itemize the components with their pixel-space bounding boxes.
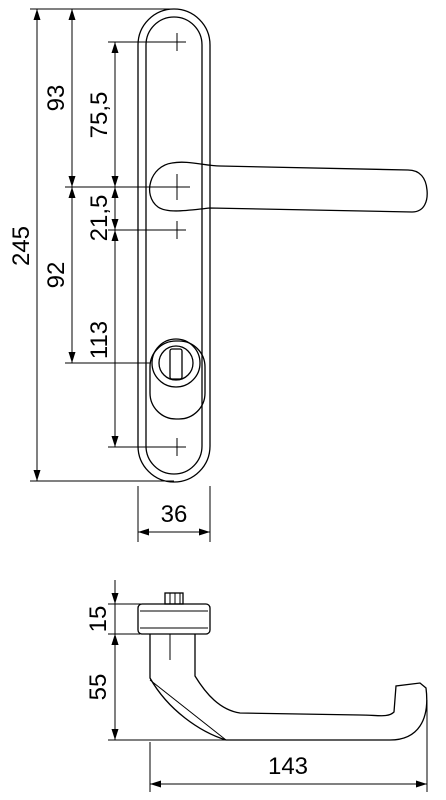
dimension-label-36: 36 — [161, 501, 188, 528]
handle-centre-mark — [164, 174, 190, 200]
cylinder-cutout — [149, 340, 206, 420]
side-view: 15 55 143 — [85, 580, 428, 792]
front-view: 245 93 92 75,5 21,5 — [8, 8, 428, 542]
cylinder-keyhole — [169, 348, 183, 380]
dimension-hole-to-handle: 75,5 — [86, 42, 119, 187]
cylinder-tip — [164, 592, 184, 605]
dimension-rose-thickness: 15 — [85, 580, 119, 658]
dimension-label-75-5: 75,5 — [86, 92, 113, 139]
dimension-label-143: 143 — [268, 753, 308, 780]
dimension-handle-to-bottom: 92 — [43, 187, 76, 363]
dimension-plate-width: 36 — [138, 501, 210, 536]
lever-handle-side — [149, 634, 428, 741]
dimension-handle-projection: 55 — [85, 634, 119, 740]
dimension-label-93: 93 — [43, 85, 70, 112]
rose-profile — [137, 603, 211, 635]
dimension-label-15: 15 — [85, 606, 112, 633]
cylinder-core — [158, 345, 194, 381]
fixing-hole-bottom — [168, 438, 186, 456]
dimension-overall-height: 245 — [8, 9, 41, 481]
dimension-top-to-handle: 93 — [43, 9, 76, 187]
back-plate-inner-outline — [145, 16, 203, 475]
lever-handle-front — [148, 161, 428, 213]
dimension-label-21-5: 21,5 — [86, 195, 113, 242]
dimension-label-92: 92 — [43, 262, 70, 289]
fixing-hole-top — [168, 33, 186, 51]
fixing-hole-middle — [168, 221, 186, 239]
dimension-label-113: 113 — [86, 321, 113, 359]
dimension-hole-to-cylinder: 113 — [86, 230, 119, 447]
dimension-handle-to-hole: 21,5 — [86, 187, 119, 241]
cylinder-rosette — [151, 338, 201, 388]
dimension-label-245: 245 — [8, 226, 35, 266]
back-plate-outline — [137, 8, 211, 483]
dimension-handle-length: 143 — [150, 753, 427, 788]
dimension-label-55: 55 — [85, 674, 112, 701]
